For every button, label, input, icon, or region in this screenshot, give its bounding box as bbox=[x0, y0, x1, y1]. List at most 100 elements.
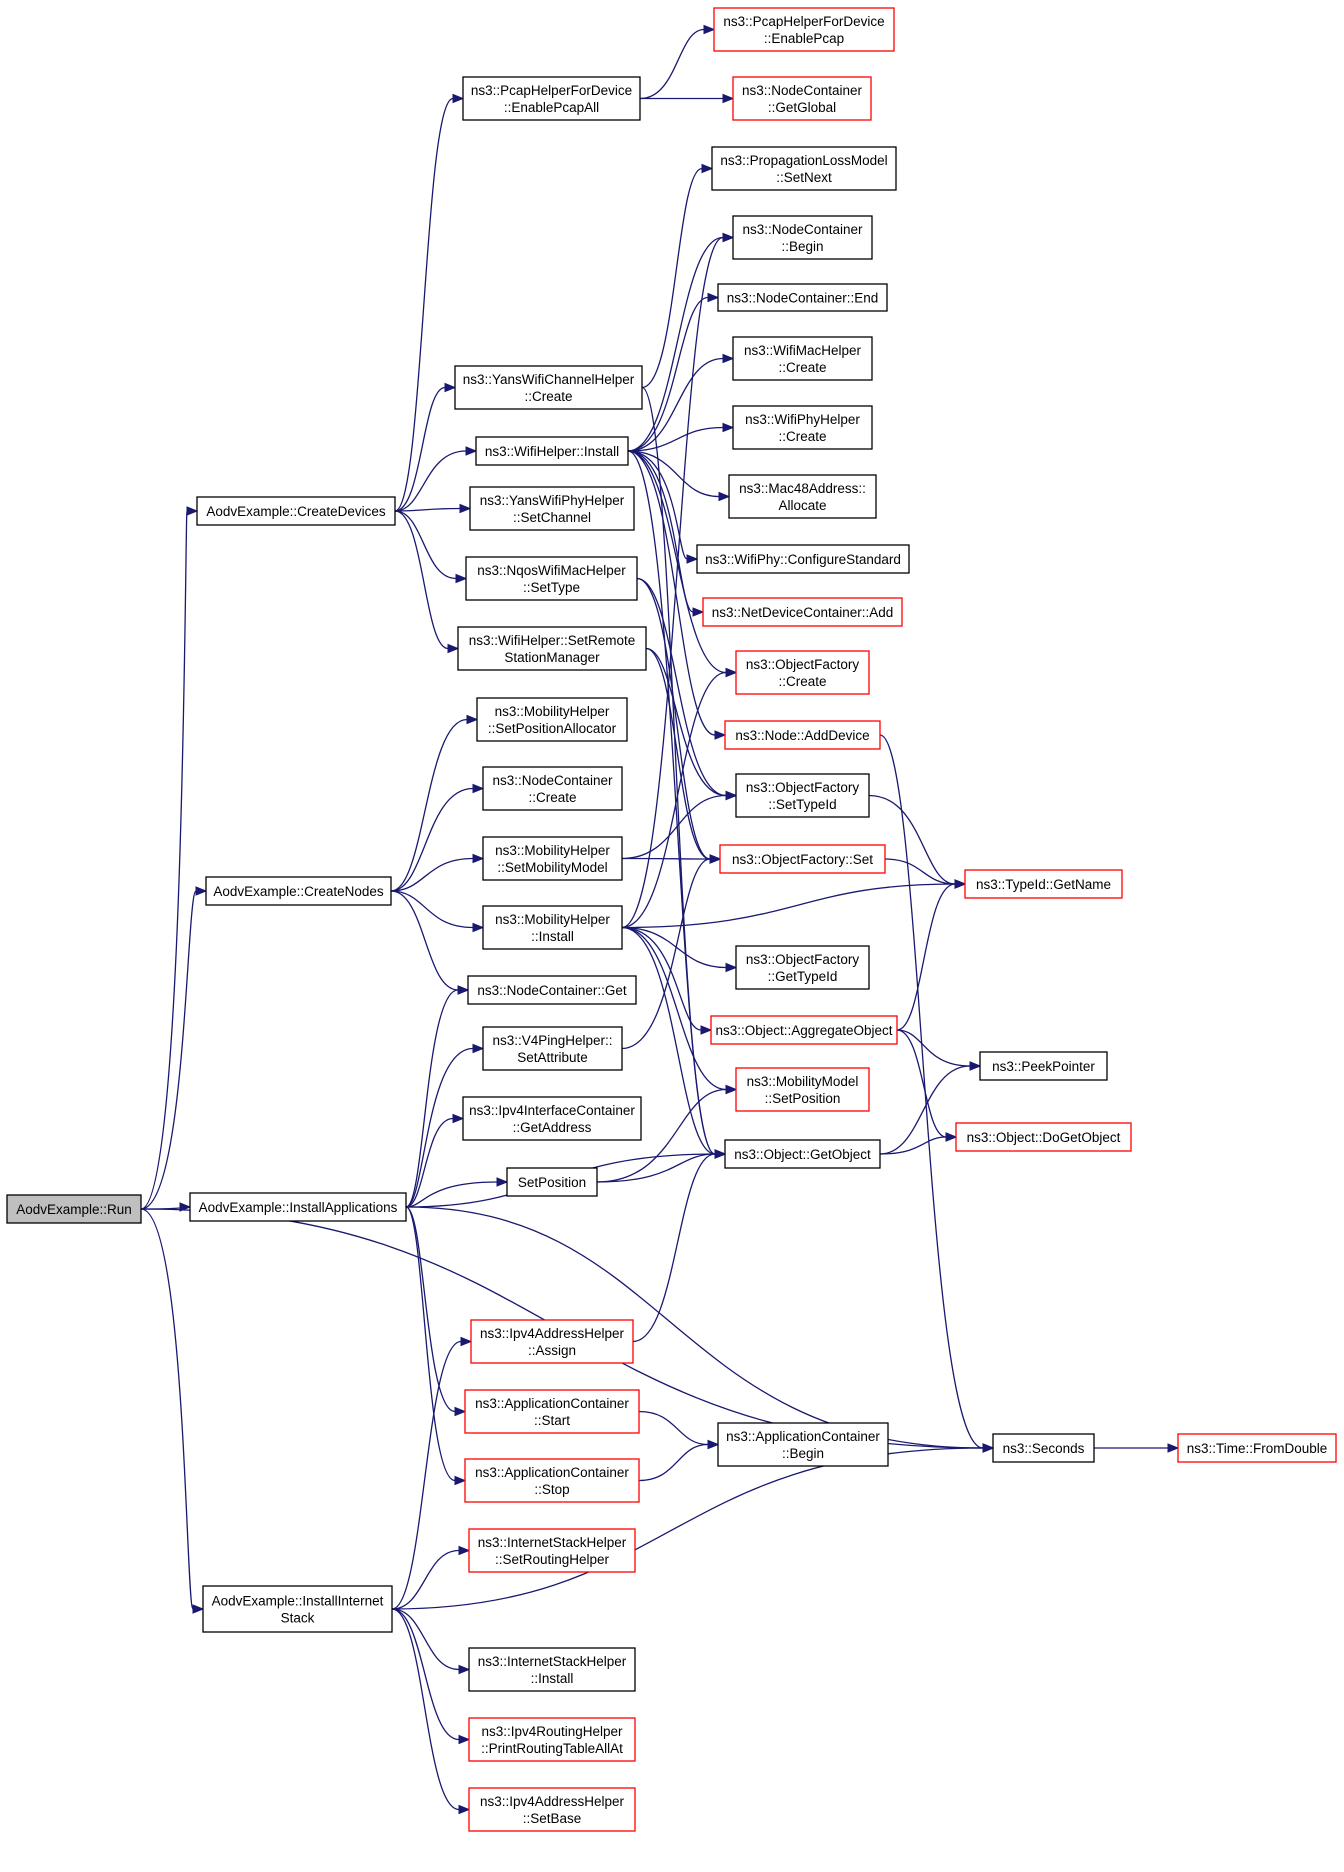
node-do-get-object[interactable]: ns3::Object::DoGetObject bbox=[955, 1122, 1132, 1152]
node-app-begin[interactable]: ns3::ApplicationContainer::Begin bbox=[717, 1422, 889, 1467]
node-app-stop[interactable]: ns3::ApplicationContainer::Stop bbox=[464, 1458, 640, 1503]
node-box[interactable] bbox=[6, 1194, 142, 1224]
node-box[interactable] bbox=[464, 1458, 640, 1503]
node-of-set[interactable]: ns3::ObjectFactory::Set bbox=[719, 844, 886, 874]
node-app-start[interactable]: ns3::ApplicationContainer::Start bbox=[464, 1389, 640, 1434]
node-box[interactable] bbox=[735, 650, 870, 695]
node-box[interactable] bbox=[205, 876, 392, 906]
node-box[interactable] bbox=[468, 1647, 636, 1692]
node-box[interactable] bbox=[717, 1422, 889, 1467]
node-box[interactable] bbox=[732, 336, 873, 381]
node-box[interactable] bbox=[1177, 1433, 1337, 1463]
node-mob-install[interactable]: ns3::MobilityHelper::Install bbox=[482, 905, 623, 950]
node-ipv4-print[interactable]: ns3::Ipv4RoutingHelper::PrintRoutingTabl… bbox=[468, 1717, 636, 1762]
node-box[interactable] bbox=[992, 1433, 1095, 1463]
node-phy-create[interactable]: ns3::WifiPhyHelper::Create bbox=[732, 405, 873, 450]
node-nc-global[interactable]: ns3::NodeContainer::GetGlobal bbox=[732, 76, 872, 121]
node-get-obj[interactable]: ns3::Object::GetObject bbox=[724, 1139, 881, 1169]
node-seconds[interactable]: ns3::Seconds bbox=[992, 1433, 1095, 1463]
node-ndc-add[interactable]: ns3::NetDeviceContainer::Add bbox=[702, 597, 903, 627]
node-box[interactable] bbox=[196, 496, 396, 526]
node-mm-set-pos[interactable]: ns3::MobilityModel::SetPosition bbox=[735, 1067, 870, 1112]
node-box[interactable] bbox=[467, 975, 637, 1005]
node-nc-get[interactable]: ns3::NodeContainer::Get bbox=[467, 975, 637, 1005]
node-install-apps[interactable]: AodvExample::InstallApplications bbox=[189, 1192, 407, 1222]
node-ish-set-routing[interactable]: ns3::InternetStackHelper::SetRoutingHelp… bbox=[468, 1528, 636, 1573]
node-box[interactable] bbox=[465, 556, 638, 601]
node-yans-chan-create[interactable]: ns3::YansWifiChannelHelper::Create bbox=[454, 365, 643, 410]
node-run[interactable]: AodvExample::Run bbox=[6, 1194, 142, 1224]
node-box[interactable] bbox=[470, 1319, 634, 1364]
node-create-nodes[interactable]: AodvExample::CreateNodes bbox=[205, 876, 392, 906]
node-nqos-set-type[interactable]: ns3::NqosWifiMacHelper::SetType bbox=[465, 556, 638, 601]
node-ipv4-set-base[interactable]: ns3::Ipv4AddressHelper::SetBase bbox=[468, 1787, 636, 1832]
node-mac-alloc[interactable]: ns3::Mac48Address::Allocate bbox=[728, 474, 877, 519]
node-pcap[interactable]: ns3::PcapHelperForDevice::EnablePcap bbox=[713, 7, 895, 52]
node-box[interactable] bbox=[482, 836, 623, 881]
node-pcap-all[interactable]: ns3::PcapHelperForDevice::EnablePcapAll bbox=[462, 76, 641, 121]
node-box[interactable] bbox=[189, 1192, 407, 1222]
node-mob-set-model[interactable]: ns3::MobilityHelper::SetMobilityModel bbox=[482, 836, 623, 881]
node-box[interactable] bbox=[468, 1717, 636, 1762]
node-box[interactable] bbox=[735, 945, 870, 990]
node-cfg-std[interactable]: ns3::WifiPhy::ConfigureStandard bbox=[696, 544, 910, 574]
node-create-devices[interactable]: AodvExample::CreateDevices bbox=[196, 496, 396, 526]
node-box[interactable] bbox=[476, 697, 628, 742]
node-box[interactable] bbox=[696, 544, 910, 574]
node-box[interactable] bbox=[979, 1051, 1108, 1081]
node-ipv4-get-addr[interactable]: ns3::Ipv4InterfaceContainer::GetAddress bbox=[462, 1096, 642, 1141]
node-wifi-install[interactable]: ns3::WifiHelper::Install bbox=[475, 436, 629, 466]
node-box[interactable] bbox=[454, 365, 643, 410]
node-box[interactable] bbox=[468, 1787, 636, 1832]
node-box[interactable] bbox=[724, 720, 881, 750]
node-box[interactable] bbox=[728, 474, 877, 519]
node-of-set-type-id[interactable]: ns3::ObjectFactory::SetTypeId bbox=[735, 773, 870, 818]
node-box[interactable] bbox=[462, 1096, 642, 1141]
node-box[interactable] bbox=[702, 597, 903, 627]
node-box[interactable] bbox=[732, 215, 873, 260]
node-box[interactable] bbox=[469, 486, 635, 531]
node-mac-create[interactable]: ns3::WifiMacHelper::Create bbox=[732, 336, 873, 381]
node-v4-set-attr[interactable]: ns3::V4PingHelper::SetAttribute bbox=[482, 1026, 623, 1071]
node-of-create[interactable]: ns3::ObjectFactory::Create bbox=[735, 650, 870, 695]
node-box[interactable] bbox=[464, 1389, 640, 1434]
node-box[interactable] bbox=[735, 1067, 870, 1112]
node-box[interactable] bbox=[719, 844, 886, 874]
node-box[interactable] bbox=[717, 283, 888, 312]
node-box[interactable] bbox=[713, 7, 895, 52]
node-ish-install[interactable]: ns3::InternetStackHelper::Install bbox=[468, 1647, 636, 1692]
node-box[interactable] bbox=[457, 626, 647, 671]
node-node-add-dev[interactable]: ns3::Node::AddDevice bbox=[724, 720, 881, 750]
node-box[interactable] bbox=[724, 1139, 881, 1169]
node-box[interactable] bbox=[482, 766, 623, 811]
node-agg-obj[interactable]: ns3::Object::AggregateObject bbox=[710, 1015, 898, 1045]
node-of-get-type-id[interactable]: ns3::ObjectFactory::GetTypeId bbox=[735, 945, 870, 990]
node-box[interactable] bbox=[735, 773, 870, 818]
node-box[interactable] bbox=[482, 905, 623, 950]
node-box[interactable] bbox=[475, 436, 629, 466]
node-box[interactable] bbox=[468, 1528, 636, 1573]
node-box[interactable] bbox=[462, 76, 641, 121]
node-box[interactable] bbox=[506, 1167, 598, 1197]
node-box[interactable] bbox=[202, 1585, 393, 1633]
node-box[interactable] bbox=[482, 1026, 623, 1071]
node-box[interactable] bbox=[955, 1122, 1132, 1152]
node-peek-pointer[interactable]: ns3::PeekPointer bbox=[979, 1051, 1108, 1081]
node-box[interactable] bbox=[732, 76, 872, 121]
node-from-double[interactable]: ns3::Time::FromDouble bbox=[1177, 1433, 1337, 1463]
node-box[interactable] bbox=[710, 1015, 898, 1045]
node-nc-create[interactable]: ns3::NodeContainer::Create bbox=[482, 766, 623, 811]
node-set-position[interactable]: SetPosition bbox=[506, 1167, 598, 1197]
node-yans-phy-set-chan[interactable]: ns3::YansWifiPhyHelper::SetChannel bbox=[469, 486, 635, 531]
node-mob-set-pos-alloc[interactable]: ns3::MobilityHelper::SetPositionAllocato… bbox=[476, 697, 628, 742]
node-box[interactable] bbox=[732, 405, 873, 450]
node-box[interactable] bbox=[964, 869, 1123, 899]
node-box[interactable] bbox=[711, 146, 897, 191]
node-nc-end[interactable]: ns3::NodeContainer::End bbox=[717, 283, 888, 312]
node-nc-begin[interactable]: ns3::NodeContainer::Begin bbox=[732, 215, 873, 260]
node-ipv4-assign[interactable]: ns3::Ipv4AddressHelper::Assign bbox=[470, 1319, 634, 1364]
node-prop-next[interactable]: ns3::PropagationLossModel::SetNext bbox=[711, 146, 897, 191]
node-type-id-get-name[interactable]: ns3::TypeId::GetName bbox=[964, 869, 1123, 899]
